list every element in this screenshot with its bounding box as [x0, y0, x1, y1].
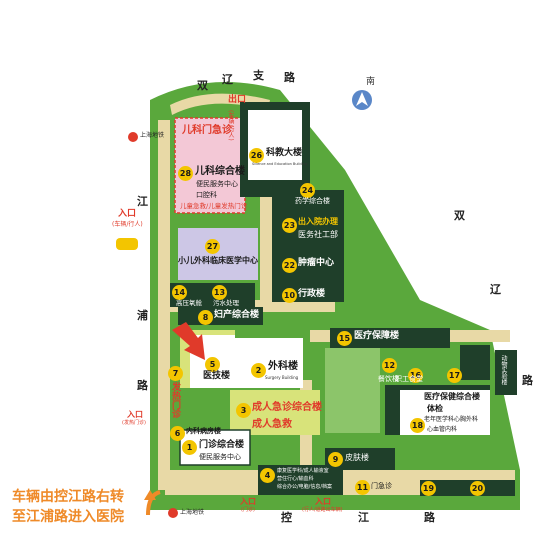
building-20-number: 20: [470, 481, 485, 496]
road-south-3: 路: [424, 511, 435, 524]
building-22-name: 肿瘤中心: [298, 258, 335, 268]
building-28-line-2: 便民服务中心: [196, 180, 238, 188]
building-7-name: 发热门诊: [170, 382, 180, 418]
car-icon: [116, 238, 138, 250]
entrance-west-emergency-sub: (发热门诊): [122, 420, 146, 426]
building-8-name: 妇产综合楼: [214, 310, 260, 320]
building-17-number: 17: [447, 368, 462, 383]
building-animal-name: 动物实验楼: [500, 355, 507, 385]
building-26-number: 26: [249, 148, 264, 163]
building-28-line-3: 口腔科: [196, 191, 217, 199]
building-16-name: 职工食堂: [395, 375, 423, 383]
metro-icon: [128, 132, 138, 142]
building-14-name: 高压氧舱: [176, 299, 202, 307]
notice-line-1: 车辆由控江路右转: [12, 489, 124, 505]
entrance-south-main-sub: (门诊): [241, 507, 255, 513]
building-28-number: 28: [178, 166, 193, 181]
road-south-1: 控: [281, 511, 292, 524]
building-5-number: 5: [205, 357, 220, 372]
notice-line-2: 至江浦路进入医院: [12, 509, 124, 525]
building-22-number: 22: [282, 258, 297, 273]
building-3-number: 3: [236, 403, 251, 418]
building-26-sub: Science and Education Building: [252, 162, 308, 166]
building-1-sub: 便民服务中心: [199, 453, 241, 461]
building-23-number: 23: [282, 218, 297, 233]
road-north-2: 辽: [222, 73, 233, 86]
building-4-line-3: 综合办公/电脑/信息/档案: [277, 484, 333, 490]
road-east-3: 路: [522, 374, 533, 387]
metro-icon-bottom: [168, 508, 178, 518]
building-14-number: 14: [172, 285, 187, 300]
building-7-number: 7: [168, 366, 183, 381]
road-north-4: 路: [284, 71, 295, 84]
building-13-name: 污水处理: [213, 299, 239, 307]
building-27-name: 小儿外科临床医学中心: [178, 256, 258, 265]
entrance-west-emergency: 入口: [127, 410, 143, 419]
entrance-south-east: 入口: [315, 497, 331, 506]
building-27-number: 27: [205, 239, 220, 254]
building-1-number: 1: [182, 440, 197, 455]
building-24-number: 24: [300, 183, 315, 198]
building-23-name: 出入院办理: [298, 217, 338, 226]
building-15-number: 15: [337, 331, 352, 346]
building-11-name: 门急诊: [371, 482, 392, 490]
building-9-number: 9: [328, 452, 343, 467]
building-18-line-2: 老年医学科心胸外科: [424, 416, 479, 423]
building-5-name: 医技楼: [203, 371, 231, 381]
building-12-name: 餐饮楼: [378, 375, 399, 383]
road-east-1: 双: [454, 209, 465, 222]
building-12-number: 12: [382, 358, 397, 373]
building-15-name: 医疗保障楼: [354, 331, 400, 341]
road-north-3: 支: [253, 69, 264, 82]
building-28-line-4: 儿童急救/儿童发热门诊: [180, 202, 248, 210]
building-4-number: 4: [260, 468, 275, 483]
entrance-west-main-sub: (车辆/行人): [112, 221, 143, 228]
entrance-south-main: 入口: [240, 497, 256, 506]
building-10-number: 10: [282, 288, 297, 303]
building-23-sub: 医务社工部: [298, 230, 338, 239]
entrance-west-main: 入口: [118, 209, 137, 219]
road-west-1: 江: [137, 195, 148, 208]
building-6-number: 6: [170, 426, 185, 441]
building-28-name: 儿科综合楼: [195, 166, 245, 177]
building-18-line-1: 体检: [427, 404, 443, 413]
building-24-name: 药学综合楼: [295, 197, 330, 205]
building-13-number: 13: [212, 285, 227, 300]
exit-sub: (车辆/行人): [227, 110, 234, 141]
building-16-number: 16: [408, 368, 423, 383]
building-4-line-1: 康复医学科/成人输液室: [277, 468, 329, 474]
compass-icon: [352, 90, 372, 110]
building-18-name: 医疗保健综合楼: [424, 392, 480, 401]
exit-label: 出口: [228, 95, 247, 105]
building-9-name: 皮肤楼: [345, 453, 369, 462]
building-28-line-1: 儿科门急诊: [182, 125, 232, 136]
building-18-line-3: 心血管内科: [427, 426, 458, 433]
road-north-1: 双: [197, 79, 208, 92]
compass-label: 南: [366, 77, 376, 87]
building-2-sub: Surgery Building: [265, 375, 299, 380]
road-east-2: 辽: [490, 283, 501, 296]
building-10-name: 行政楼: [298, 289, 326, 299]
building-4-line-2: 营住行心/输血科: [277, 476, 314, 482]
building-6-name: 内科病房楼: [186, 427, 221, 435]
building-3-sub: 成人急救: [252, 419, 292, 430]
building-18-number: 18: [410, 418, 425, 433]
building-1-name: 门诊综合楼: [199, 440, 245, 450]
metro-label-bottom: 上海地铁: [180, 509, 205, 516]
building-2-name: 外科楼: [268, 361, 298, 372]
building-19-number: 19: [421, 481, 436, 496]
building-2-number: 2: [251, 363, 266, 378]
road-west-2: 浦: [137, 309, 148, 322]
building-26-name: 科教大楼: [266, 148, 303, 158]
road-south-2: 江: [358, 511, 369, 524]
road-west-3: 路: [137, 379, 148, 392]
metro-label-top: 上海地铁: [140, 132, 165, 139]
building-8-number: 8: [198, 310, 213, 325]
entrance-south-east-sub: (行人/道路出车辆): [302, 507, 343, 513]
building-3-name: 成人急诊综合楼: [252, 402, 322, 413]
building-11-number: 11: [355, 480, 370, 495]
